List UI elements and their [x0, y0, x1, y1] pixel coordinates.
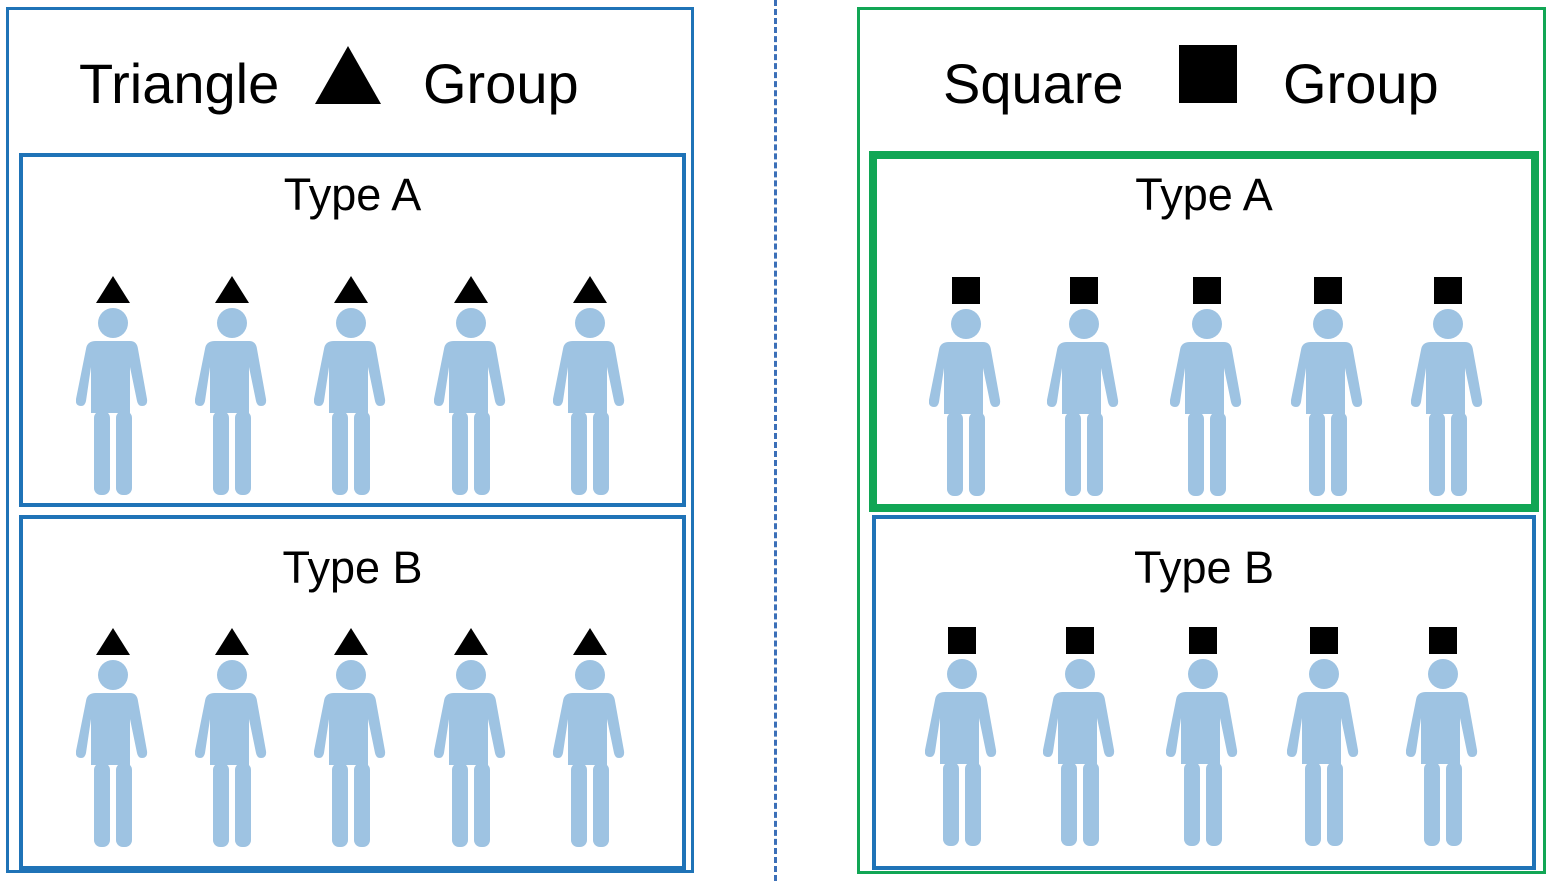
- triangle-icon: [96, 276, 130, 303]
- person-figure: [929, 276, 1003, 496]
- person-figure: [553, 627, 627, 847]
- person-icon: [1047, 309, 1119, 496]
- person-icon: [1406, 659, 1478, 846]
- square-type-b-box: Type B: [872, 515, 1536, 870]
- person-icon: [1287, 659, 1359, 846]
- person-icon: [434, 660, 506, 847]
- person-figure: [434, 627, 508, 847]
- person-figure: [1291, 276, 1365, 496]
- square-title-word: Square: [943, 52, 1124, 115]
- square-icon: [1066, 627, 1094, 654]
- person-icon: [76, 308, 148, 495]
- person-figure: [314, 627, 388, 847]
- triangle-icon: [573, 276, 607, 303]
- triangle-group-title: Triangle Group: [79, 44, 639, 124]
- person-figure: [1406, 626, 1480, 846]
- triangle-title-word: Triangle: [79, 52, 280, 115]
- type-a-label: Type A: [283, 169, 422, 220]
- person-figure: [1166, 626, 1240, 846]
- person-figure: [1170, 276, 1244, 496]
- triangle-icon: [573, 628, 607, 655]
- square-type-a-box: Type A: [869, 151, 1539, 512]
- square-icon: [952, 277, 980, 304]
- square-icon: [948, 627, 976, 654]
- person-figure: [195, 627, 269, 847]
- square-icon: [1070, 277, 1098, 304]
- group-title-word: Group: [423, 52, 579, 115]
- person-icon: [1411, 309, 1483, 496]
- person-icon: [553, 660, 625, 847]
- square-icon: [1189, 627, 1217, 654]
- person-figure: [925, 626, 999, 846]
- person-icon: [1170, 309, 1242, 496]
- square-icon: [1434, 277, 1462, 304]
- person-icon: [434, 308, 506, 495]
- person-icon: [76, 660, 148, 847]
- triangle-type-b-box: Type B: [19, 515, 686, 870]
- person-icon: [553, 308, 625, 495]
- square-icon: [1314, 277, 1342, 304]
- person-figure: [76, 627, 150, 847]
- triangle-group-panel: Triangle Group Type A Type B: [6, 7, 694, 873]
- triangle-icon: [215, 628, 249, 655]
- triangle-icon: [334, 276, 368, 303]
- triangle-icon: [215, 276, 249, 303]
- triangle-icon: [334, 628, 368, 655]
- person-figure: [1411, 276, 1485, 496]
- person-figure: [553, 275, 627, 495]
- type-b-label: Type B: [1133, 542, 1275, 593]
- square-group-panel: Square Group Type A Type B: [857, 7, 1546, 874]
- person-figure: [1047, 276, 1121, 496]
- type-b-label: Type B: [282, 542, 423, 593]
- type-a-label: Type A: [1135, 169, 1273, 220]
- person-icon: [1043, 659, 1115, 846]
- square-icon: [1193, 277, 1221, 304]
- person-figure: [434, 275, 508, 495]
- person-icon: [1291, 309, 1363, 496]
- person-icon: [314, 308, 386, 495]
- person-icon: [1166, 659, 1238, 846]
- square-icon: [1310, 627, 1338, 654]
- person-icon: [929, 309, 1001, 496]
- square-icon: [1429, 627, 1457, 654]
- group-title-word: Group: [1283, 52, 1439, 115]
- group-divider-line: [774, 0, 777, 881]
- triangle-icon: [454, 276, 488, 303]
- person-figure: [314, 275, 388, 495]
- person-figure: [195, 275, 269, 495]
- person-figure: [76, 275, 150, 495]
- person-icon: [925, 659, 997, 846]
- triangle-icon: [315, 46, 381, 104]
- triangle-icon: [454, 628, 488, 655]
- person-icon: [314, 660, 386, 847]
- triangle-type-a-box: Type A: [19, 153, 686, 507]
- square-icon: [1179, 45, 1237, 103]
- person-figure: [1043, 626, 1117, 846]
- person-figure: [1287, 626, 1361, 846]
- person-icon: [195, 660, 267, 847]
- square-group-title: Square Group: [943, 44, 1503, 124]
- person-icon: [195, 308, 267, 495]
- triangle-icon: [96, 628, 130, 655]
